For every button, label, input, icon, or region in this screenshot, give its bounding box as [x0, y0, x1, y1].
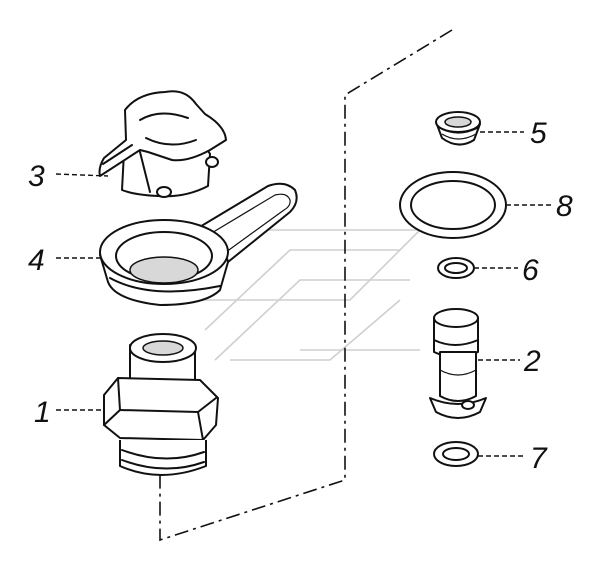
part-6-small-oring: [437, 257, 475, 279]
assembly-dashed-line: [159, 29, 453, 542]
leader-line-3: [55, 173, 109, 177]
part-4-ring-with-tab: [99, 182, 298, 306]
part-7-bottom-oring: [433, 441, 479, 467]
part-3-cap: [98, 90, 227, 198]
callout-8: 8: [556, 190, 573, 223]
callout-5: 5: [530, 117, 547, 150]
part-5-nut: [435, 111, 481, 146]
part-8-large-oring: [399, 171, 507, 239]
callout-1: 1: [34, 396, 51, 429]
part-2-valve-insert: [429, 308, 487, 419]
callout-2: 2: [523, 345, 541, 378]
callout-3: 3: [28, 160, 45, 193]
callout-7: 7: [530, 442, 548, 475]
part-1-threaded-fitting: [103, 333, 219, 476]
callout-6: 6: [522, 254, 539, 287]
callout-4: 4: [28, 244, 45, 277]
